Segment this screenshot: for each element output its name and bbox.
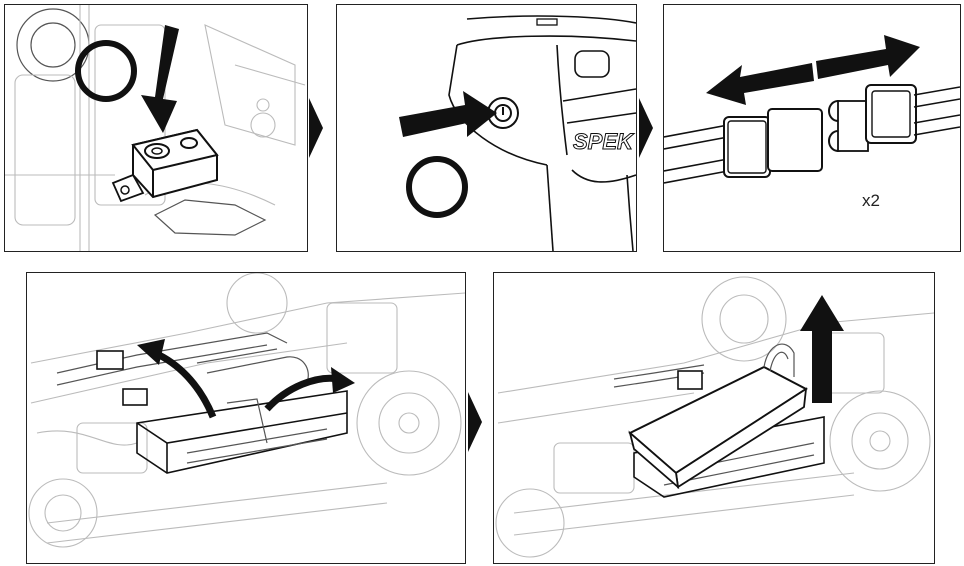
chassis-sketch <box>28 273 465 548</box>
battery-tray <box>56 332 348 474</box>
arrow-icon <box>399 91 497 137</box>
power-icon <box>75 40 137 102</box>
panel-step-1-esc-switch <box>4 4 308 252</box>
connector-left <box>664 108 823 184</box>
panel-step-3-disconnect: x2 <box>663 4 961 252</box>
connector-illustration <box>664 35 960 184</box>
arrow-icon <box>137 339 165 365</box>
quantity-label: x2 <box>862 191 880 210</box>
transmitter-illustration: SPEK <box>399 15 636 251</box>
chassis-sketch <box>5 5 306 251</box>
chevron-right-icon <box>468 392 482 452</box>
chevron-right-icon <box>309 98 323 158</box>
chassis-sketch <box>495 276 934 558</box>
arrow-icon <box>331 367 355 393</box>
arrow-icon <box>800 295 844 403</box>
arrow-icon <box>141 25 179 133</box>
transmitter-body: SPEK <box>448 15 636 251</box>
arrow-icon <box>816 35 920 79</box>
power-icon <box>406 156 468 218</box>
power-switch-unit <box>111 128 219 203</box>
brand-lettering: SPEK <box>573 129 635 154</box>
esc-switch-illustration <box>5 5 306 251</box>
chevron-right-icon <box>639 98 653 158</box>
battery-removal-illustration <box>495 276 934 558</box>
arrow-icon <box>706 63 814 105</box>
transmitter-power-button <box>487 97 519 129</box>
panel-step-4-release-strap <box>26 272 466 564</box>
panel-step-2-transmitter: SPEK <box>336 4 637 252</box>
battery-strap-illustration <box>28 273 465 548</box>
battery-pack <box>613 343 808 490</box>
panel-step-5-remove-battery <box>493 272 935 564</box>
arrow-icon <box>153 349 217 419</box>
connector-right <box>828 84 960 152</box>
